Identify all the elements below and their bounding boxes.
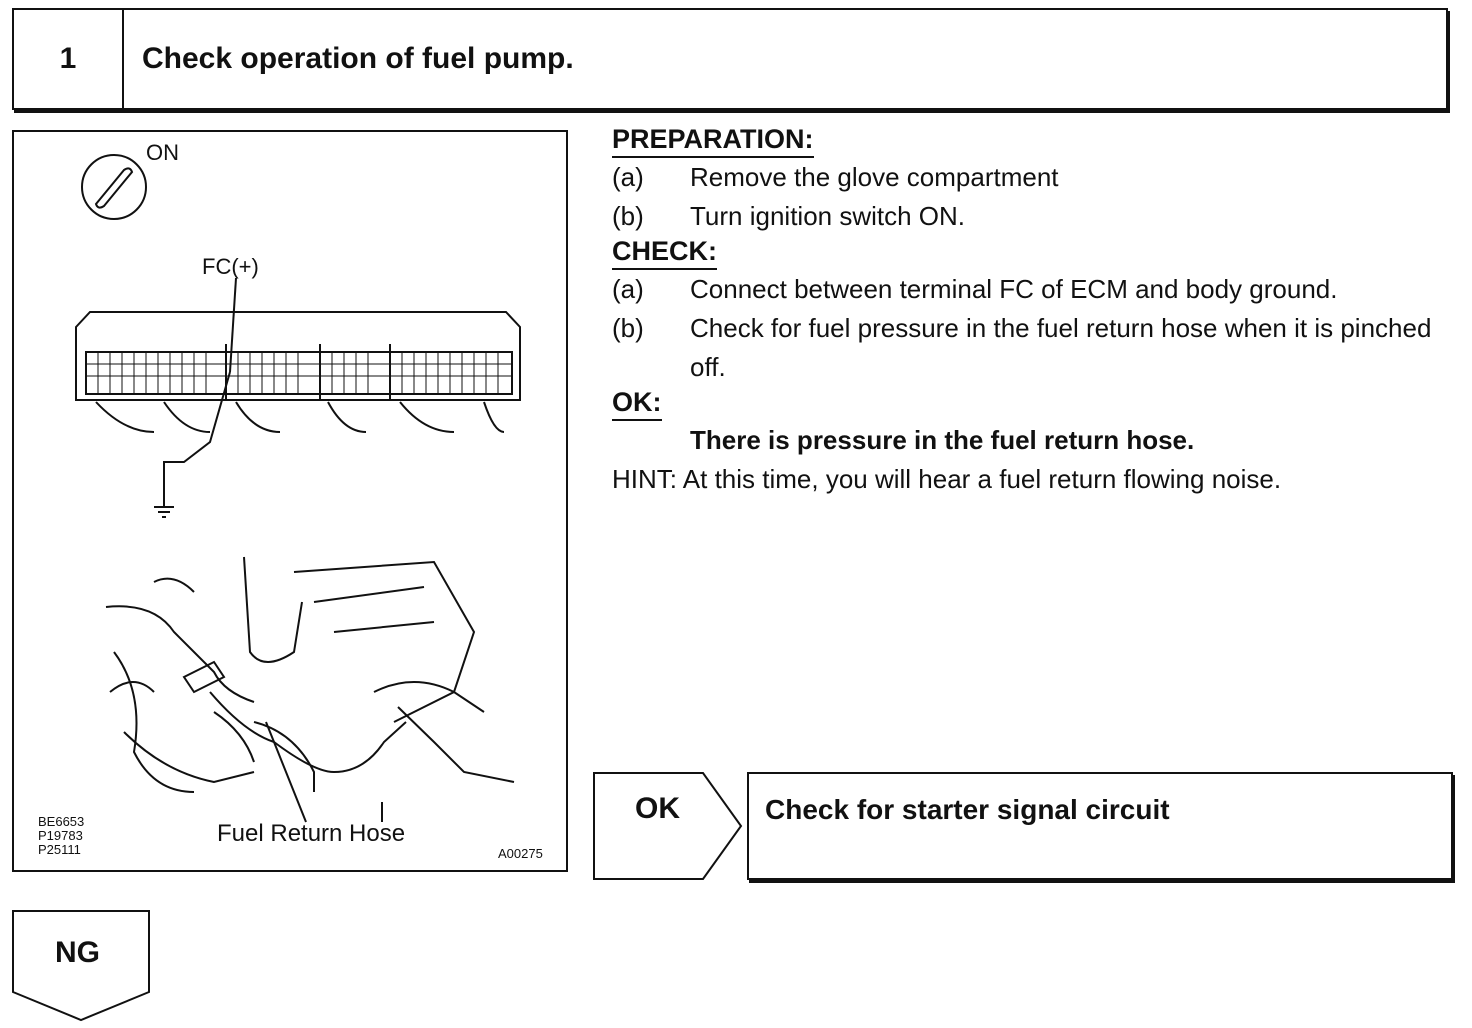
ok-result-text: There is pressure in the fuel return hos…: [690, 425, 1195, 455]
ng-arrow-box: [12, 910, 150, 1022]
step-number: 1: [14, 10, 124, 108]
ignition-key-icon: [81, 154, 147, 220]
ng-label: NG: [55, 936, 100, 969]
figure-code-right: A00275: [498, 846, 543, 861]
item-text: Connect between terminal FC of ECM and b…: [690, 274, 1338, 304]
fuel-pump-illustration: [75, 154, 521, 823]
check-heading: CHECK:: [612, 236, 717, 270]
connector-pins: [97, 352, 499, 394]
figure-codes-left: BE6653 P19783 P25111: [38, 814, 85, 857]
item-text: Remove the glove compartment: [690, 162, 1059, 192]
ecm-connector: [75, 311, 521, 433]
ok-arrow-box: [593, 772, 743, 880]
ok-label: OK: [635, 792, 680, 825]
hint-text: HINT: At this time, you will hear a fuel…: [612, 464, 1282, 494]
engine-bay-drawing: [105, 556, 515, 793]
item-label: (b): [612, 313, 644, 343]
ok-heading: OK:: [612, 387, 662, 421]
item-label: (b): [612, 201, 644, 231]
fuel-return-hose-label: Fuel Return Hose: [217, 820, 406, 847]
item-label: (a): [612, 274, 644, 304]
instructions: PREPARATION: (a) Remove the glove compar…: [612, 124, 1462, 499]
step-header: 1 Check operation of fuel pump.: [12, 8, 1448, 110]
ignition-on-label: ON: [146, 140, 179, 165]
ground-jumper-wire: [163, 277, 237, 507]
step-title: Check operation of fuel pump.: [142, 42, 574, 75]
fc-terminal-label: FC(+): [202, 254, 259, 279]
list-item: (a) Remove the glove compartment: [612, 158, 1462, 197]
list-item: (b) Turn ignition switch ON.: [612, 197, 1462, 236]
ok-action-text: Check for starter signal circuit: [765, 794, 1170, 825]
list-item: (a) Connect between terminal FC of ECM a…: [612, 270, 1462, 309]
hose-leader-lines: [265, 721, 383, 823]
item-text: Turn ignition switch ON.: [690, 201, 966, 231]
item-label: (a): [612, 162, 644, 192]
preparation-heading: PREPARATION:: [612, 124, 814, 158]
ok-action-box: Check for starter signal circuit: [747, 772, 1453, 880]
ground-symbol-icon: [154, 506, 174, 518]
list-item: (b) Check for fuel pressure in the fuel …: [612, 309, 1462, 387]
illustration-panel: ON FC(+) Fuel Return Hose BE6653 P19783 …: [12, 130, 568, 872]
item-text: Check for fuel pressure in the fuel retu…: [690, 313, 1432, 382]
